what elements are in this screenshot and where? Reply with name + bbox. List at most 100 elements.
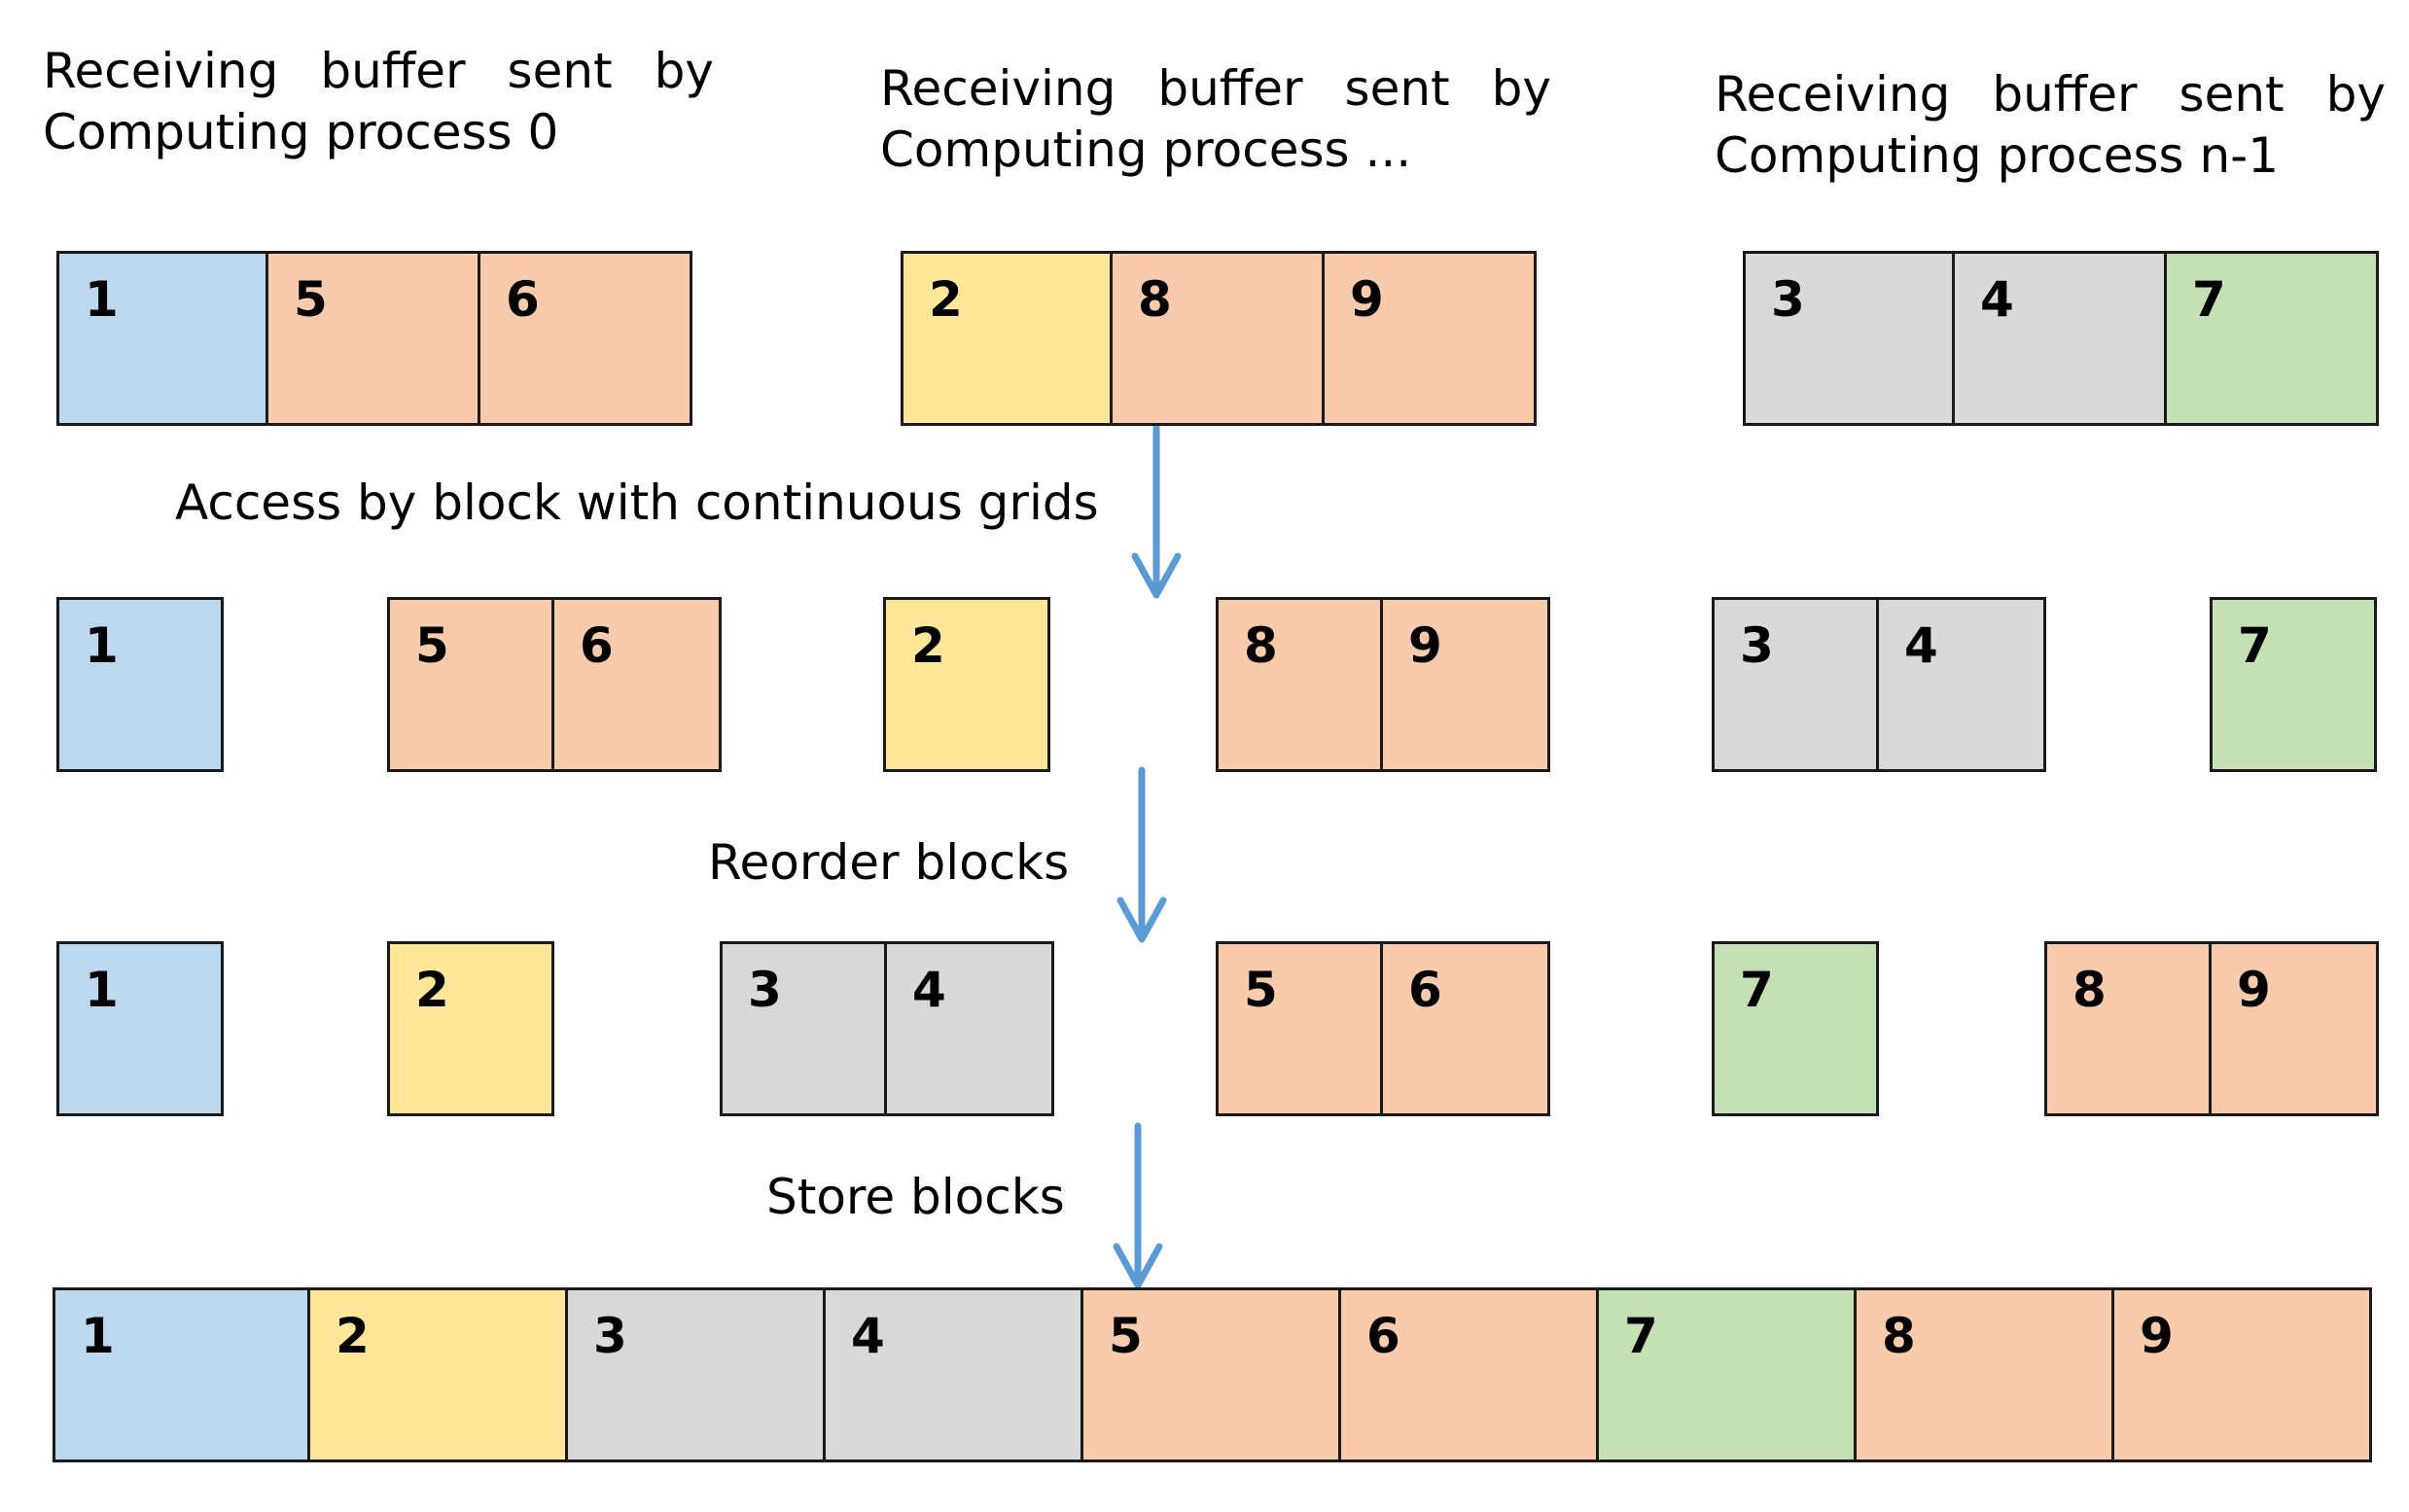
block-number: 5 <box>415 617 449 674</box>
block-number: 1 <box>85 617 119 674</box>
block-3: 3 <box>565 1287 826 1462</box>
block-number: 9 <box>2140 1308 2174 1364</box>
caption-word: Receiving <box>1715 66 1951 123</box>
block-number: 4 <box>851 1308 885 1364</box>
block-3: 3 <box>1712 597 1879 772</box>
block-number: 7 <box>2238 617 2272 674</box>
block-number: 8 <box>1882 1308 1916 1364</box>
block-6: 6 <box>478 251 692 426</box>
reorder-block-group: 7 <box>1712 941 1879 1116</box>
block-number: 1 <box>85 962 119 1018</box>
block-5: 5 <box>266 251 480 426</box>
reorder-label: Reorder blocks <box>708 834 1070 891</box>
caption-line-2: Computing process 0 <box>43 103 559 160</box>
access-label: Access by block with continuous grids <box>175 475 1099 531</box>
block-8: 8 <box>1854 1287 2114 1462</box>
block-5: 5 <box>387 597 554 772</box>
reorder-block-group: 1 <box>56 941 224 1116</box>
block-number: 9 <box>1408 617 1442 674</box>
block-number: 9 <box>1350 271 1384 328</box>
block-2: 2 <box>307 1287 568 1462</box>
block-1: 1 <box>56 251 268 426</box>
block-number: 7 <box>1624 1308 1658 1364</box>
caption-word: sent <box>507 43 613 99</box>
buffers-block-group: 2 8 9 <box>901 251 1537 426</box>
block-8: 8 <box>1110 251 1325 426</box>
block-4: 4 <box>884 941 1054 1116</box>
block-number: 5 <box>1109 1308 1143 1364</box>
block-4: 4 <box>1952 251 2167 426</box>
block-number: 6 <box>1408 962 1442 1018</box>
block-8: 8 <box>1216 597 1383 772</box>
block-number: 3 <box>1771 271 1805 328</box>
block-number: 8 <box>1244 617 1278 674</box>
block-number: 8 <box>1138 271 1172 328</box>
block-3: 3 <box>720 941 887 1116</box>
access-block-group: 2 <box>883 597 1050 772</box>
block-7: 7 <box>1596 1287 1857 1462</box>
caption-line-2: Computing process ... <box>880 121 1412 178</box>
caption-line-2: Computing process n-1 <box>1715 126 2280 184</box>
block-number: 2 <box>415 962 449 1018</box>
block-number: 5 <box>294 271 328 328</box>
down-arrow-icon <box>1131 422 1182 599</box>
block-number: 5 <box>1244 962 1278 1018</box>
block-9: 9 <box>1380 597 1550 772</box>
block-1: 1 <box>56 941 224 1116</box>
block-9: 9 <box>1322 251 1537 426</box>
block-8: 8 <box>2044 941 2212 1116</box>
block-number: 4 <box>912 962 946 1018</box>
down-arrow-icon <box>1116 766 1167 943</box>
caption-word: buffer <box>1992 66 2138 123</box>
block-number: 3 <box>1740 617 1774 674</box>
block-number: 6 <box>580 617 614 674</box>
caption-word: Receiving <box>880 60 1116 117</box>
block-number: 2 <box>911 617 945 674</box>
store-label: Store blocks <box>766 1169 1065 1225</box>
block-number: 3 <box>593 1308 627 1364</box>
block-number: 8 <box>2072 962 2107 1018</box>
access-block-group: 7 <box>2210 597 2377 772</box>
block-2: 2 <box>883 597 1050 772</box>
caption-word: by <box>1491 60 1551 117</box>
block-number: 1 <box>81 1308 115 1364</box>
block-number: 9 <box>2237 962 2271 1018</box>
caption-word: by <box>2325 66 2386 123</box>
block-9: 9 <box>2209 941 2379 1116</box>
block-1: 1 <box>53 1287 310 1462</box>
block-5: 5 <box>1216 941 1383 1116</box>
caption-word: by <box>654 43 714 99</box>
reorder-block-group: 2 <box>387 941 554 1116</box>
block-number: 6 <box>506 271 540 328</box>
block-2: 2 <box>387 941 554 1116</box>
block-number: 3 <box>748 962 782 1018</box>
block-number: 2 <box>929 271 963 328</box>
block-6: 6 <box>551 597 722 772</box>
block-6: 6 <box>1338 1287 1599 1462</box>
caption-word: Receiving <box>43 43 279 99</box>
caption-word: sent <box>1344 60 1450 117</box>
access-block-group: 1 <box>56 597 224 772</box>
block-5: 5 <box>1081 1287 1341 1462</box>
block-3: 3 <box>1743 251 1955 426</box>
block-4: 4 <box>1876 597 2046 772</box>
block-number: 4 <box>1904 617 1938 674</box>
down-arrow-icon <box>1113 1122 1163 1289</box>
block-6: 6 <box>1380 941 1550 1116</box>
